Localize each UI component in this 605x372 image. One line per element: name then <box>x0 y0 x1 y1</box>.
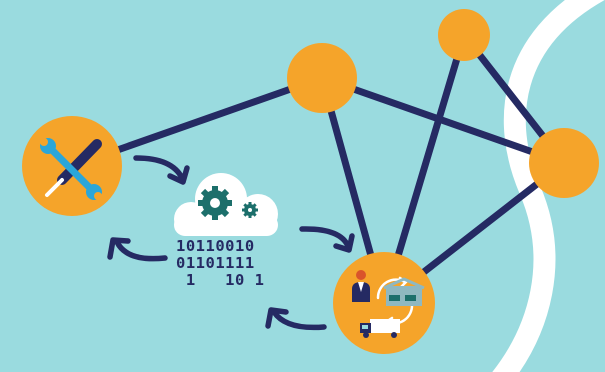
arrow-cloud-to-tools-head <box>107 237 131 260</box>
arrow-cloud-to-logistics <box>299 226 351 249</box>
binary-code-block: 10110010 01101111 1 10 1 <box>176 238 286 289</box>
arrow-cloud-to-tools <box>114 239 168 262</box>
process-arrows <box>107 155 355 331</box>
person-truck-cycle-icon <box>352 270 425 338</box>
warehouse-icon <box>383 277 425 306</box>
binary-line-2: 01101111 <box>176 254 255 272</box>
node-right <box>529 128 599 198</box>
arrow-logistics-to-binary-head <box>265 307 289 329</box>
large-gear-icon <box>198 186 232 220</box>
arrow-logistics-to-binary <box>271 309 327 331</box>
edge-hub-to-right <box>318 74 568 167</box>
cloud-gears-icon <box>174 173 278 236</box>
node-logistics <box>333 252 435 354</box>
binary-line-3: 1 10 1 <box>176 271 265 289</box>
wrench-screwdriver-icon <box>40 138 102 200</box>
arrow-tools-to-cloud <box>133 155 185 181</box>
node-hub <box>287 43 357 113</box>
arrow-cloud-to-logistics-head <box>333 233 355 253</box>
binary-line-1: 10110010 <box>176 237 255 255</box>
node-tools <box>22 116 122 216</box>
node-top <box>438 9 490 61</box>
truck-icon <box>360 319 400 338</box>
person-icon <box>352 270 370 302</box>
small-gear-icon <box>242 202 258 218</box>
arrow-tools-to-cloud-head <box>167 165 190 185</box>
